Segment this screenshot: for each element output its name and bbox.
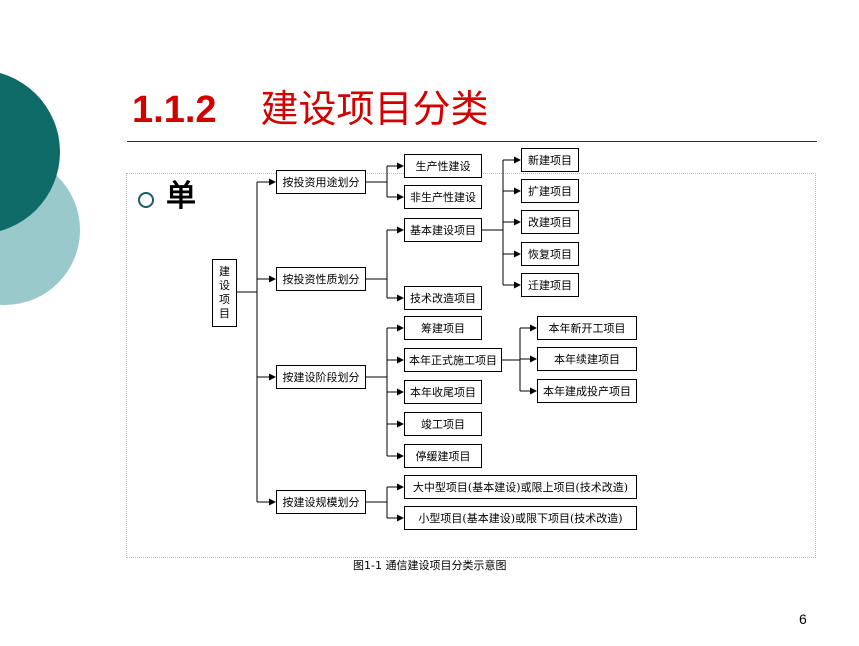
construction-item: 本年建成投产项目 (537, 379, 637, 403)
stage-item: 筹建项目 (404, 316, 482, 340)
scale-item: 大中型项目(基本建设)或限上项目(技术改造) (404, 475, 637, 499)
use-item: 非生产性建设 (404, 185, 482, 209)
stage-item: 竣工项目 (404, 412, 482, 436)
bullet-text: 单 (166, 179, 196, 214)
basic-construction-item: 改建项目 (521, 210, 579, 234)
root-node-construction-project: 建设项目 (212, 259, 237, 327)
title-text: 建设项目分类 (260, 87, 489, 131)
stage-item: 本年收尾项目 (404, 380, 482, 404)
root-char: 建 (219, 265, 230, 278)
nature-item: 基本建设项目 (404, 218, 482, 242)
category-by-use: 按投资用途划分 (276, 170, 366, 194)
basic-construction-item: 迁建项目 (521, 273, 579, 297)
slide-title: 1.1.2 建设项目分类 (132, 78, 489, 133)
use-item: 生产性建设 (404, 154, 482, 178)
title-number: 1.1.2 (132, 89, 217, 131)
page-number: 6 (799, 611, 807, 627)
basic-construction-item: 新建项目 (521, 148, 579, 172)
construction-item: 本年续建项目 (537, 347, 637, 371)
category-by-stage: 按建设阶段划分 (276, 365, 366, 389)
root-char: 目 (219, 307, 230, 320)
stage-item: 本年正式施工项目 (404, 348, 502, 372)
construction-item: 本年新开工项目 (537, 316, 637, 340)
nature-item: 技术改造项目 (404, 286, 482, 310)
root-char: 设 (219, 279, 230, 292)
basic-construction-item: 恢复项目 (521, 242, 579, 266)
bullet-circle-icon (138, 192, 154, 208)
figure-caption: 图1-1 通信建设项目分类示意图 (353, 559, 507, 572)
title-underline (127, 141, 817, 142)
root-char: 项 (219, 293, 230, 306)
basic-construction-item: 扩建项目 (521, 179, 579, 203)
category-by-nature: 按投资性质划分 (276, 267, 366, 291)
stage-item: 停缓建项目 (404, 444, 482, 468)
category-by-scale: 按建设规模划分 (276, 490, 366, 514)
scale-item: 小型项目(基本建设)或限下项目(技术改造) (404, 506, 637, 530)
dark-teal-circle (0, 73, 60, 231)
